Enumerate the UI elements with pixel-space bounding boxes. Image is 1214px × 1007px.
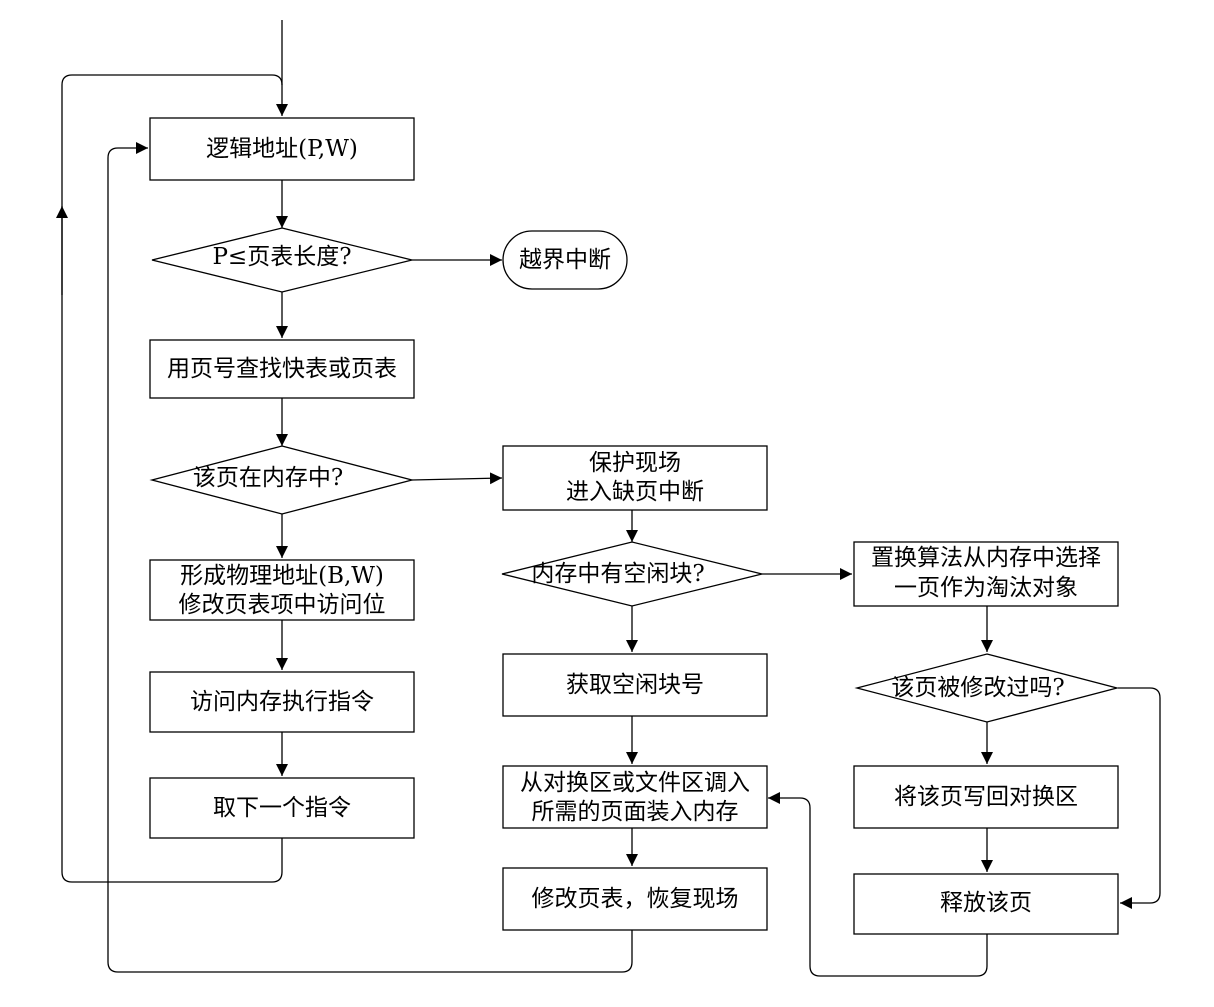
terminal-out-of-bounds: 越界中断 — [502, 230, 628, 290]
node-restore: 修改页表，恢复现场 — [502, 867, 768, 931]
restore-to-address-line — [107, 142, 633, 973]
save-context-line2: 进入缺页中断 — [566, 479, 704, 505]
node-write-back: 将该页写回对换区 — [853, 765, 1119, 829]
save-context-line1: 保护现场 — [589, 450, 681, 476]
load-page-line2: 所需的页面装入内存 — [532, 799, 739, 825]
node-physical-address: 形成物理地址(B,W) 修改页表项中访问位 — [149, 559, 415, 621]
restore-label: 修改页表，恢复现场 — [532, 886, 739, 912]
decision-page-length: P≤页表长度? — [151, 227, 413, 293]
loop-back-line — [61, 74, 283, 883]
page-check-label: P≤页表长度? — [212, 244, 351, 270]
modified-check-label: 该页被修改过吗? — [891, 675, 1064, 701]
release-page-label: 释放该页 — [940, 890, 1032, 916]
connectors — [56, 20, 1161, 977]
decision-page-in-memory: 该页在内存中? — [149, 445, 415, 515]
replacement-line1: 置换算法从内存中选择 — [871, 545, 1101, 571]
replacement-line2: 一页作为淘汰对象 — [894, 575, 1078, 601]
node-load-page: 从对换区或文件区调入 所需的页面装入内存 — [502, 765, 768, 829]
decision-page-modified: 该页被修改过吗? — [854, 653, 1120, 723]
page-in-memory-label: 该页在内存中? — [193, 465, 343, 491]
logical-address-label: 逻辑地址(P,W) — [206, 136, 358, 162]
node-lookup-table: 用页号查找快表或页表 — [149, 339, 415, 399]
get-free-block-label: 获取空闲块号 — [566, 672, 704, 698]
node-release-page: 释放该页 — [853, 873, 1119, 935]
decision-free-block: 内存中有空闲块? — [501, 541, 763, 607]
lookup-table-label: 用页号查找快表或页表 — [167, 356, 397, 382]
node-save-context: 保护现场 进入缺页中断 — [502, 445, 768, 511]
node-execute: 访问内存执行指令 — [149, 671, 415, 733]
node-replacement: 置换算法从内存中选择 一页作为淘汰对象 — [853, 541, 1119, 607]
load-page-line1: 从对换区或文件区调入 — [520, 770, 750, 796]
physical-address-line1: 形成物理地址(B,W) — [180, 563, 384, 589]
execute-label: 访问内存执行指令 — [190, 689, 374, 715]
physical-address-line2: 修改页表项中访问位 — [179, 592, 386, 618]
modcheck-to-release-line — [1118, 687, 1161, 909]
node-logical-address: 逻辑地址(P,W) — [149, 117, 415, 181]
free-block-check-label: 内存中有空闲块? — [531, 561, 704, 587]
out-of-bounds-label: 越界中断 — [519, 247, 611, 273]
node-next-instruction: 取下一个指令 — [149, 777, 415, 839]
next-instruction-label: 取下一个指令 — [213, 795, 351, 821]
arrow-inmemory-to-save — [411, 472, 503, 485]
release-to-load-line — [768, 792, 988, 977]
write-back-label: 将该页写回对换区 — [894, 784, 1078, 810]
node-get-free-block: 获取空闲块号 — [502, 653, 768, 717]
